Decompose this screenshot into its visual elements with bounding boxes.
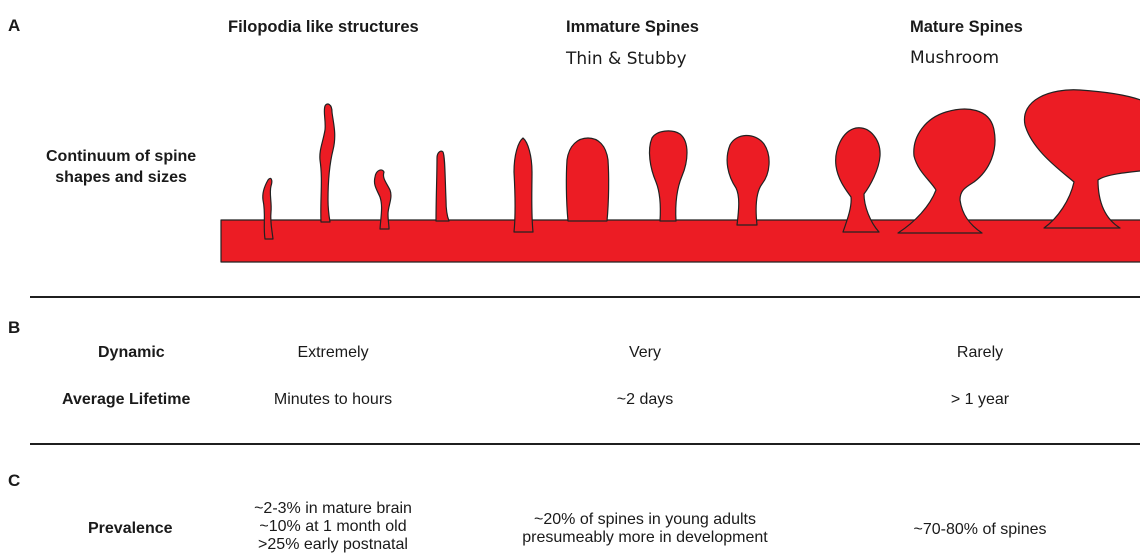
lifetime-mature: > 1 year: [951, 391, 1009, 409]
prevalence-filopodia-line2: ~10% at 1 month old: [254, 518, 412, 536]
dynamic-filopodia: Extremely: [297, 344, 368, 362]
prevalence-immature-line1: ~20% of spines in young adults: [522, 511, 767, 529]
row-label-prevalence: Prevalence: [88, 520, 173, 538]
mushroom-spine-2: [898, 109, 995, 233]
dynamic-mature: Rarely: [957, 344, 1003, 362]
mushroom-spine-3: [1024, 90, 1140, 228]
thin-spine-1: [514, 138, 533, 232]
stubby-spine: [566, 138, 608, 221]
filopodium-2: [320, 104, 335, 222]
filopodium-1: [263, 178, 273, 239]
mushroom-spine-1: [836, 128, 880, 232]
prevalence-immature-line2: presumeably more in development: [522, 529, 767, 547]
thin-spine-2: [649, 131, 687, 221]
prevalence-mature-line1: ~70-80% of spines: [914, 521, 1047, 539]
lifetime-immature: ~2 days: [617, 391, 673, 409]
prevalence-filopodia-line3: >25% early postnatal: [254, 536, 412, 554]
dynamic-immature: Very: [629, 344, 661, 362]
prevalence-filopodia-line1: ~2-3% in mature brain: [254, 500, 412, 518]
prevalence-immature: ~20% of spines in young adults presumeab…: [522, 511, 767, 547]
row-label-dynamic: Dynamic: [98, 344, 165, 362]
prevalence-filopodia: ~2-3% in mature brain ~10% at 1 month ol…: [254, 500, 412, 554]
prevalence-mature: ~70-80% of spines: [914, 521, 1047, 539]
divider-ab: [30, 296, 1140, 298]
thin-spine-3: [727, 135, 769, 225]
lifetime-filopodia: Minutes to hours: [274, 391, 392, 409]
divider-bc: [30, 443, 1140, 445]
row-label-lifetime: Average Lifetime: [62, 391, 190, 409]
dendrite-shaft: [221, 220, 1140, 262]
filopodium-4: [436, 151, 449, 221]
